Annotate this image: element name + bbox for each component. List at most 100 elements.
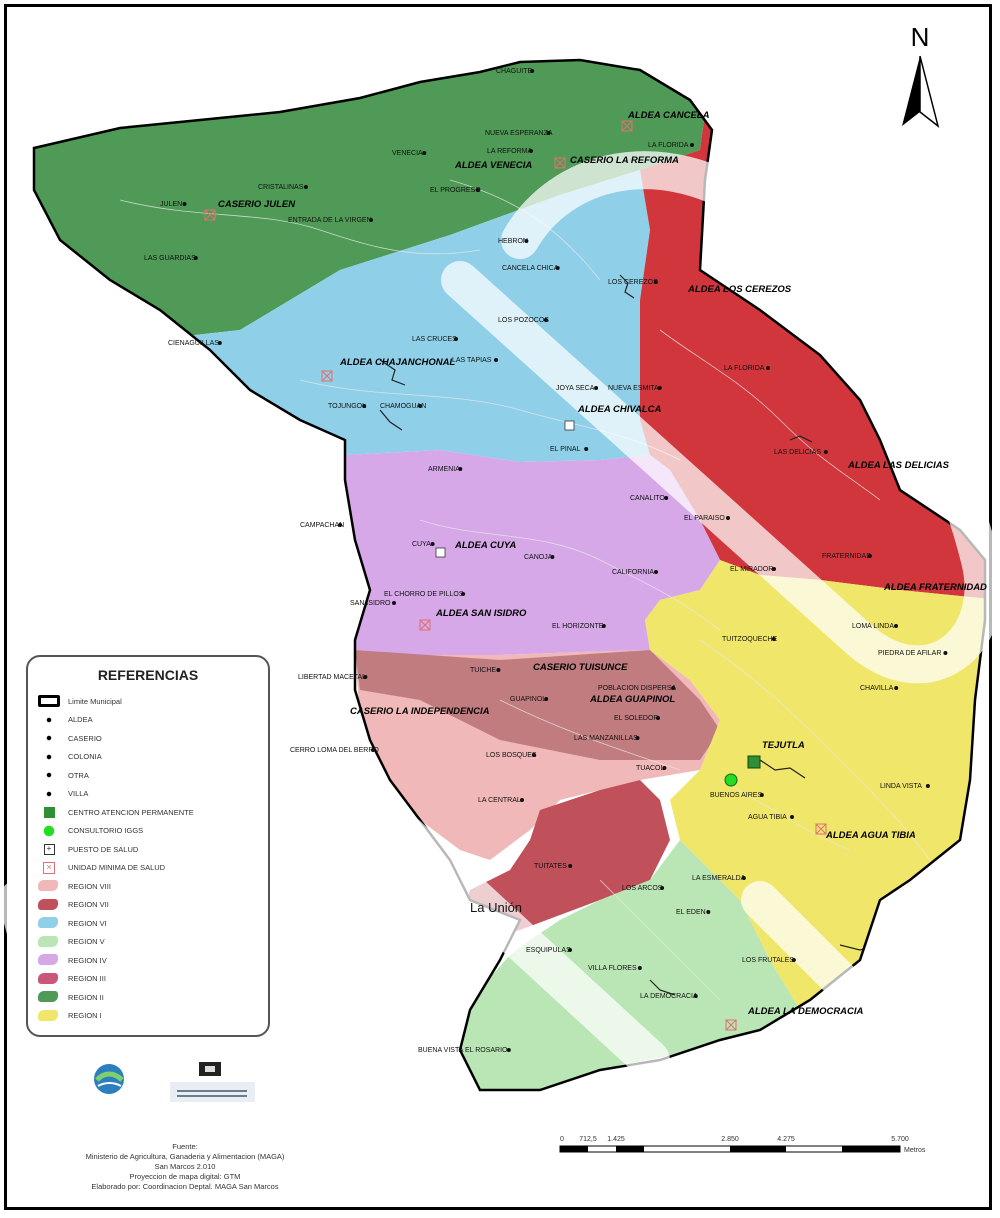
aldea-label: CASERIO LA REFORMA bbox=[570, 155, 679, 166]
legend-item-label: REGION II bbox=[68, 992, 104, 1002]
place-label: LOS FRUTALES bbox=[742, 957, 794, 964]
legend-swatch bbox=[38, 935, 60, 948]
source-line: Fuente: bbox=[172, 1142, 198, 1151]
scale-tick-label: 0 bbox=[560, 1136, 564, 1143]
settlement-dot bbox=[338, 523, 343, 527]
legend-item: VILLA bbox=[38, 786, 88, 802]
place-labels: CHAGUITE NUEVA ESPERANZA LA REFORMA LA FLOR… bbox=[144, 68, 948, 1054]
place-label: AGUA TIBIA bbox=[748, 814, 787, 821]
settlement-dot bbox=[371, 748, 375, 752]
settlement-dot bbox=[664, 496, 669, 500]
legend-item: ×UNIDAD MINIMA DE SALUD bbox=[38, 860, 165, 876]
legend-item-label: REGION IV bbox=[68, 955, 107, 965]
source-line: San Marcos 2.010 bbox=[154, 1162, 216, 1171]
settlement-dot bbox=[766, 366, 770, 370]
place-label: EL PARAISO bbox=[684, 515, 725, 522]
place-label: NUEVA ESPERANZA bbox=[485, 130, 553, 137]
legend-item-label: REGION III bbox=[68, 974, 106, 983]
health-facilities bbox=[204, 120, 827, 1031]
legend-item: CENTRO ATENCION PERMANENTE bbox=[38, 804, 194, 820]
place-label: LA ESMERALDA bbox=[692, 875, 746, 882]
settlement-dot bbox=[706, 910, 711, 914]
place-label: CIENAGUILLAS bbox=[168, 340, 219, 347]
aldea-label: ALDEA AGUA TIBIA bbox=[825, 830, 916, 841]
legend-swatch bbox=[38, 898, 60, 911]
settlement-dot bbox=[520, 798, 524, 802]
aldea-label: ALDEA GUAPINOL bbox=[589, 694, 675, 705]
legend-item: CASERIO bbox=[38, 730, 102, 746]
settlement-dot bbox=[369, 218, 373, 222]
settlement-dot bbox=[555, 266, 560, 270]
settlement-dot bbox=[657, 386, 662, 390]
settlement-dot bbox=[894, 624, 898, 628]
legend-item-label: ALDEA bbox=[68, 715, 93, 724]
place-label: BUENA VISTA EL ROSARIO bbox=[418, 1047, 508, 1054]
place-label: CRISTALINAS bbox=[258, 184, 304, 191]
north-label: N bbox=[910, 22, 930, 52]
legend-item: CONSULTORIO IGGS bbox=[38, 823, 143, 839]
place-label: LA DEMOCRACIA bbox=[640, 993, 698, 1000]
legend-item: REGION III bbox=[38, 971, 106, 987]
settlement-dot bbox=[726, 516, 730, 520]
legend-item: ALDEA bbox=[38, 712, 93, 728]
settlement-dot bbox=[790, 815, 794, 819]
settlement-dot bbox=[454, 337, 458, 341]
aldea-label: CASERIO JULEN bbox=[218, 199, 296, 210]
place-label: GUAPINOL bbox=[510, 696, 546, 703]
place-label: JOYA SECA bbox=[556, 385, 595, 392]
scale-tick-label: 4.275 bbox=[777, 1136, 795, 1143]
scale-unit: Metros bbox=[904, 1147, 926, 1154]
settlement-dot bbox=[506, 1048, 511, 1052]
place-label: LOS CEREZOS bbox=[608, 279, 658, 286]
place-label: LA FLORIDA bbox=[724, 365, 765, 372]
legend-item-label: REGION V bbox=[68, 937, 105, 946]
settlement-dot bbox=[530, 69, 535, 73]
place-label: ENTRADA DE LA VIRGEN bbox=[288, 217, 372, 224]
legend-item: REGION IV bbox=[38, 952, 107, 968]
scale-tick-label: 1.425 bbox=[607, 1136, 625, 1143]
place-label: CHAMOGUAN bbox=[380, 403, 426, 410]
la-union-label: La Unión bbox=[470, 900, 522, 915]
legend-swatch bbox=[38, 991, 60, 1003]
place-label: LA FLORIDA bbox=[648, 142, 689, 149]
aldea-label: ALDEA CANCELA bbox=[627, 110, 710, 121]
place-label: LIBERTAD MACETAL bbox=[298, 674, 366, 681]
aldea-label: TEJUTLA bbox=[762, 740, 805, 751]
legend-item: REGION II bbox=[38, 989, 104, 1005]
source-line: Elaborado por: Coordinacion Deptal. MAGA… bbox=[91, 1182, 279, 1191]
aldea-label: ALDEA FRATERNIDAD bbox=[883, 582, 987, 593]
aldea-label: CASERIO LA INDEPENDENCIA bbox=[350, 706, 490, 717]
legend-item-label: REGION I bbox=[68, 1011, 102, 1020]
place-label: LOS POZOCOS bbox=[498, 317, 549, 324]
place-label: EL CHORRO DE PILLOS bbox=[384, 591, 464, 598]
place-label: VILLA FLORES bbox=[588, 965, 637, 972]
settlement-dot bbox=[656, 716, 660, 720]
place-label: VENECIA bbox=[392, 150, 423, 157]
settlement-dot bbox=[531, 753, 536, 757]
settlement-dot bbox=[601, 624, 606, 628]
place-label: LA REFORMA bbox=[487, 148, 532, 155]
place-label: PIEDRA DE AFILAR bbox=[878, 650, 941, 657]
iggs-marker bbox=[724, 773, 738, 787]
settlement-dot bbox=[458, 467, 463, 471]
place-label: EL EDEN bbox=[676, 909, 706, 916]
cap-marker bbox=[747, 755, 761, 769]
place-label: HEBRON bbox=[498, 238, 528, 245]
settlement-dot bbox=[823, 450, 828, 454]
place-label: CHAGUITE bbox=[496, 68, 533, 75]
place-label: TUICHE bbox=[470, 667, 496, 674]
scale-tick-label: 2.850 bbox=[721, 1136, 739, 1143]
settlement-dot bbox=[524, 239, 529, 243]
place-label: EL PINAL bbox=[550, 446, 581, 453]
settlement-dot bbox=[303, 185, 308, 189]
institution-logo-icon bbox=[170, 1062, 255, 1102]
settlement-dot bbox=[660, 886, 665, 890]
north-arrow: N bbox=[890, 22, 950, 132]
place-label: EL SOLEDOR bbox=[614, 715, 658, 722]
unidad-minima-markers bbox=[204, 120, 827, 1031]
legend-item: REGION VII bbox=[38, 897, 109, 913]
legend-swatch bbox=[38, 769, 60, 781]
place-label: CHAVILLA bbox=[860, 685, 894, 692]
